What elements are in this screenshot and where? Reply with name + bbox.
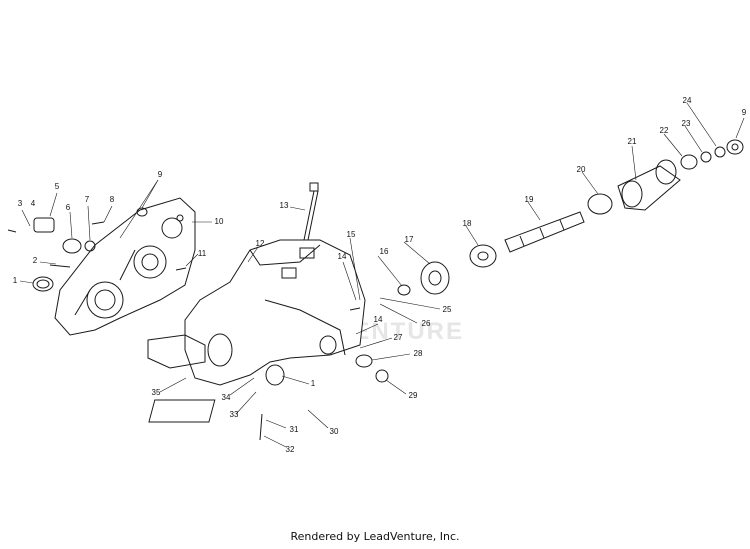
callout-2[interactable]: 2 bbox=[32, 256, 38, 265]
side-cover-part[interactable] bbox=[54, 197, 196, 336]
callout-18[interactable]: 18 bbox=[462, 219, 472, 228]
callout-11[interactable]: 11 bbox=[197, 249, 207, 258]
callout-24[interactable]: 24 bbox=[682, 96, 692, 105]
callout-33[interactable]: 33 bbox=[229, 410, 239, 419]
callout-5[interactable]: 5 bbox=[54, 182, 60, 191]
callout-1-center[interactable]: 1 bbox=[310, 379, 316, 388]
callout-16[interactable]: 16 bbox=[379, 247, 389, 256]
callout-35[interactable]: 35 bbox=[151, 388, 161, 397]
callout-27[interactable]: 27 bbox=[393, 333, 403, 342]
callout-14-upper[interactable]: 14 bbox=[337, 252, 347, 261]
callout-1[interactable]: 1 bbox=[12, 276, 18, 285]
callout-30[interactable]: 30 bbox=[329, 427, 339, 436]
callout-19[interactable]: 19 bbox=[524, 195, 534, 204]
callout-28[interactable]: 28 bbox=[413, 349, 423, 358]
bolt-part[interactable] bbox=[303, 182, 319, 241]
callout-25[interactable]: 25 bbox=[442, 305, 452, 314]
callout-10[interactable]: 10 bbox=[214, 217, 224, 226]
shaft-part[interactable] bbox=[469, 211, 585, 268]
callout-9-right[interactable]: 9 bbox=[741, 108, 747, 117]
callout-26[interactable]: 26 bbox=[421, 319, 431, 328]
callout-20[interactable]: 20 bbox=[576, 165, 586, 174]
callout-6[interactable]: 6 bbox=[65, 203, 71, 212]
callout-12[interactable]: 12 bbox=[255, 239, 265, 248]
callout-32[interactable]: 32 bbox=[285, 445, 295, 454]
callout-4[interactable]: 4 bbox=[30, 199, 36, 208]
callout-23[interactable]: 23 bbox=[681, 119, 691, 128]
transmission-case-part[interactable] bbox=[147, 239, 366, 386]
callout-13[interactable]: 13 bbox=[279, 201, 289, 210]
bearing-seal-parts[interactable] bbox=[148, 261, 450, 441]
callout-8[interactable]: 8 bbox=[109, 195, 115, 204]
clutch-assembly-part[interactable] bbox=[587, 139, 744, 215]
callout-29[interactable]: 29 bbox=[408, 391, 418, 400]
callout-3[interactable]: 3 bbox=[17, 199, 23, 208]
callout-17[interactable]: 17 bbox=[404, 235, 414, 244]
callout-34[interactable]: 34 bbox=[221, 393, 231, 402]
callout-22[interactable]: 22 bbox=[659, 126, 669, 135]
callout-21[interactable]: 21 bbox=[627, 137, 637, 146]
callout-7[interactable]: 7 bbox=[84, 195, 90, 204]
callout-31[interactable]: 31 bbox=[289, 425, 299, 434]
footer-credit: Rendered by LeadVenture, Inc. bbox=[290, 530, 460, 543]
leader-lines bbox=[19, 102, 745, 448]
callout-15[interactable]: 15 bbox=[346, 230, 356, 239]
seal-parts-left[interactable] bbox=[7, 207, 187, 292]
callout-9-left[interactable]: 9 bbox=[157, 170, 163, 179]
callout-14-lower[interactable]: 14 bbox=[373, 315, 383, 324]
